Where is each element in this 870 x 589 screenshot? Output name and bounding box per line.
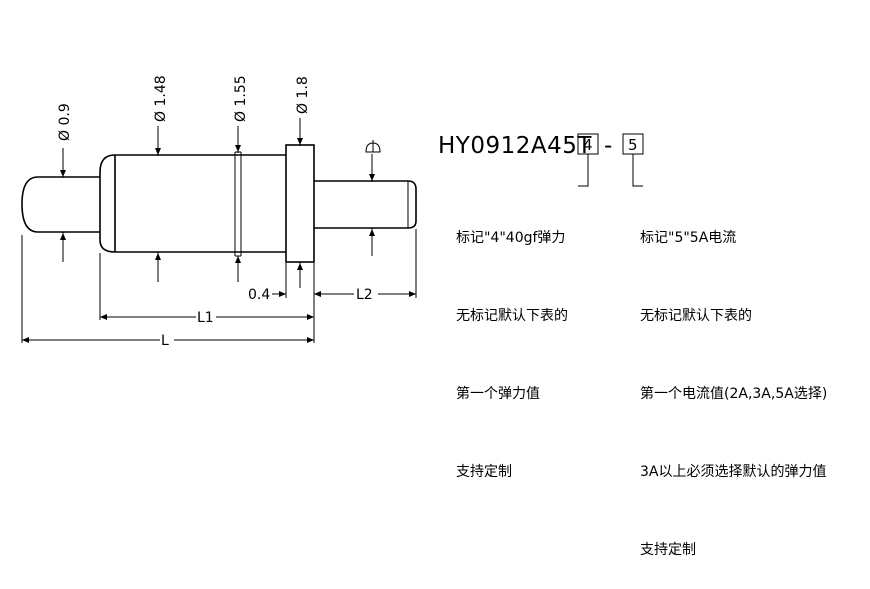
dim-l2: L2 [356,287,373,303]
note-force-line: 第一个弹力值 [456,386,540,402]
note-current-line: 第一个电流值(2A,3A,5A选择) [640,386,828,402]
option-box-5-label: 5 [628,136,638,154]
dim-diameter-0-9: Ø 0.9 [57,103,73,141]
tail-pin [314,180,417,229]
pin-outline [21,144,417,263]
barrel [99,154,286,253]
groove-bump [235,151,241,257]
note-current-option: 标记"5"5A电流 无标记默认下表的 第一个电流值(2A,3A,5A选择) 3A… [640,173,827,589]
dim-diameter-1-55: Ø 1.55 [233,75,249,122]
dim-diameter-1-8: Ø 1.8 [295,76,311,114]
part-number-dash: - [604,133,613,159]
plunger-tip [21,176,100,233]
leader-box-5 [632,154,643,187]
note-force-line: 无标记默认下表的 [456,308,568,324]
option-box-4-label: 4 [583,136,593,154]
diameter-dimensions: Ø 0.9 Ø 1.48 Ø 1.55 Ø 1.8 [57,75,381,288]
note-current-line: 无标记默认下表的 [640,308,752,324]
note-current-line: 标记"5"5A电流 [640,230,737,246]
leader-box-4 [578,154,589,187]
part-number: HY0912A45T 4 - 5 [438,133,644,187]
dim-l: L [161,333,169,349]
dim-l1: L1 [197,310,214,326]
note-force-option: 标记"4"40gf弹力 无标记默认下表的 第一个弹力值 支持定制 [456,173,568,511]
dim-diameter-1-48: Ø 1.48 [153,75,169,122]
tail-diameter-symbol [365,140,381,153]
dim-gap-0-4: 0.4 [248,287,270,303]
note-current-line: 3A以上必须选择默认的弹力值 [640,464,827,480]
length-dimensions: 0.4 L2 L1 L [21,229,417,349]
note-force-line: 标记"4"40gf弹力 [456,230,566,246]
note-current-line: 支持定制 [640,542,696,558]
flange [285,144,315,263]
pogo-pin-drawing: Ø 0.9 Ø 1.48 Ø 1.55 Ø 1.8 [21,75,644,349]
part-number-prefix: HY0912A45T [438,133,592,159]
note-force-line: 支持定制 [456,464,512,480]
